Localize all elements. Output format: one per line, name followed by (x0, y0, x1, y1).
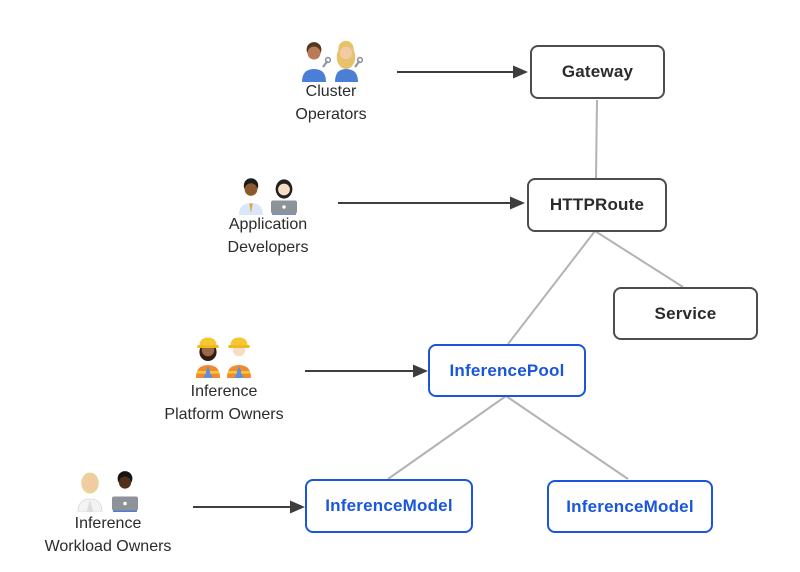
connector-httproute-inferencepool (507, 230, 596, 345)
persona-label-line: Operators (295, 106, 367, 123)
arrow-platform-owners-to-inferencepool (305, 364, 428, 378)
connector-inferencepool-inferencemodel-right (505, 395, 629, 480)
persona-label-platform-owners: Inference Platform Owners (124, 380, 324, 426)
persona-label-line: Cluster (305, 83, 357, 100)
man-office-worker-icon (239, 178, 263, 215)
man-technologist-icon (112, 471, 138, 512)
node-service: Service (613, 287, 758, 340)
woman-technologist-icon (271, 179, 297, 215)
connector-httproute-service (594, 230, 684, 288)
woman-construction-worker-icon (196, 337, 220, 378)
persona-label-workload-owners: Inference Workload Owners (8, 512, 208, 558)
persona-label-line: Workload Owners (44, 538, 172, 555)
persona-label-line: Developers (227, 239, 309, 256)
node-inferencemodel-right: InferenceModel (547, 480, 713, 533)
cluster-operators-icon (302, 40, 364, 82)
application-developers-icon (239, 178, 297, 215)
persona-label-line: Platform Owners (164, 406, 284, 423)
woman-mechanic-icon (335, 40, 364, 82)
node-gateway: Gateway (530, 45, 665, 99)
scientist-icon (77, 472, 103, 512)
connector-gateway-httproute (595, 99, 598, 179)
persona-label-line: Application (228, 216, 308, 233)
arrow-workload-owners-to-inferencemodel (193, 500, 305, 514)
arrow-application-developers-to-httproute (338, 196, 525, 210)
persona-label-line: Inference (190, 383, 258, 400)
persona-label-cluster-operators: Cluster Operators (231, 80, 431, 126)
workload-owners-icon (77, 471, 138, 512)
node-httproute: HTTPRoute (527, 178, 667, 232)
man-construction-worker-icon (227, 337, 251, 378)
connector-inferencepool-inferencemodel-left (387, 395, 507, 480)
persona-label-application-developers: Application Developers (168, 213, 368, 259)
node-inferencemodel-left: InferenceModel (305, 479, 473, 533)
arrow-cluster-operators-to-gateway (397, 65, 528, 79)
node-inferencepool: InferencePool (428, 344, 586, 397)
platform-owners-icon (196, 337, 251, 378)
persona-label-line: Inference (74, 515, 142, 532)
man-mechanic-icon (302, 42, 332, 82)
